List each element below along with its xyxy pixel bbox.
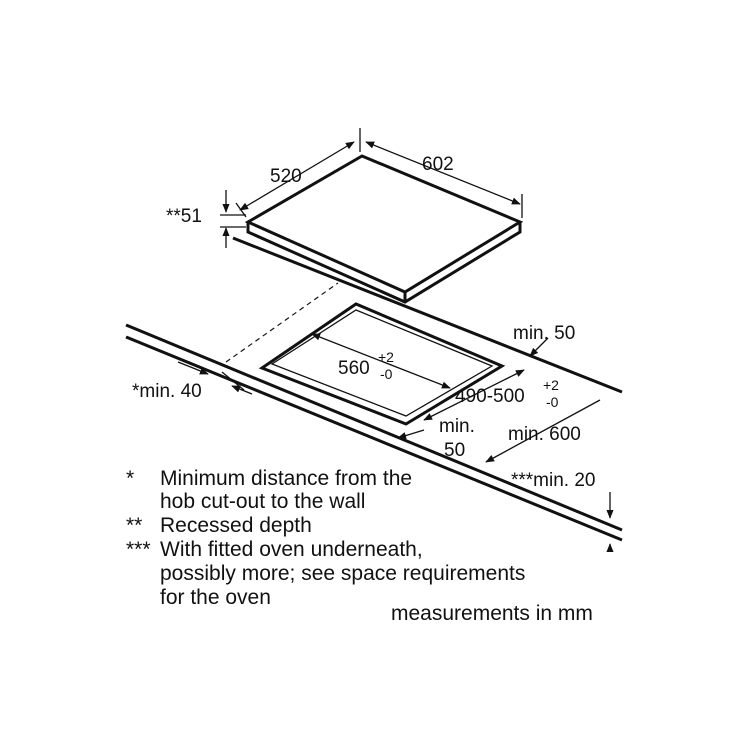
note-1-line-2: hob cut-out to the wall — [160, 490, 365, 513]
recessed-depth-dimension — [220, 190, 246, 248]
min-50-back-leader — [529, 337, 549, 357]
note-3-line-1: With fitted oven underneath, — [160, 538, 423, 561]
note-1-line-1: Minimum distance from the — [160, 467, 412, 490]
hob-width-label: 602 — [422, 154, 454, 175]
cutout-depth-tol-upper: +2 — [543, 377, 559, 393]
hob-width-dimension — [365, 141, 523, 218]
min-50-front-leader — [397, 429, 425, 440]
cutout-width-tol-upper: +2 — [378, 349, 394, 365]
min-20-label: ***min. 20 — [511, 470, 596, 491]
recessed-depth-label: **51 — [166, 206, 202, 227]
note-3-line-3: for the oven — [160, 586, 271, 609]
note-3-line-2: possibly more; see space requirements — [160, 562, 525, 585]
min-50-front-label-1: min. — [439, 416, 475, 437]
min-600-label: min. 600 — [508, 424, 581, 445]
min-50-back-label: min. 50 — [513, 323, 575, 344]
cutout-depth-tol-lower: -0 — [546, 394, 559, 410]
min-40-wall-label: *min. 40 — [132, 381, 202, 402]
footnotes: * Minimum distance from the hob cut-out … — [126, 467, 525, 609]
cutout-width-label: 560 — [338, 358, 370, 379]
cutout-depth-label: 490-500 — [455, 386, 525, 407]
cutout-width-tol-lower: -0 — [380, 366, 393, 382]
cutout-outline — [258, 302, 506, 426]
min-600-leader — [485, 399, 601, 463]
min-40-wall-dimension — [177, 361, 253, 395]
cutout-depth-dimension — [423, 369, 525, 421]
note-2-marker: ** — [126, 514, 142, 537]
hob-depth-label: 520 — [270, 166, 302, 187]
note-1-marker: * — [126, 467, 134, 490]
projection-line — [225, 282, 339, 363]
min-50-front-label-2: 50 — [444, 440, 465, 461]
units-note: measurements in mm — [391, 602, 593, 625]
note-3-marker: *** — [126, 538, 151, 561]
note-2-line-1: Recessed depth — [160, 514, 312, 537]
